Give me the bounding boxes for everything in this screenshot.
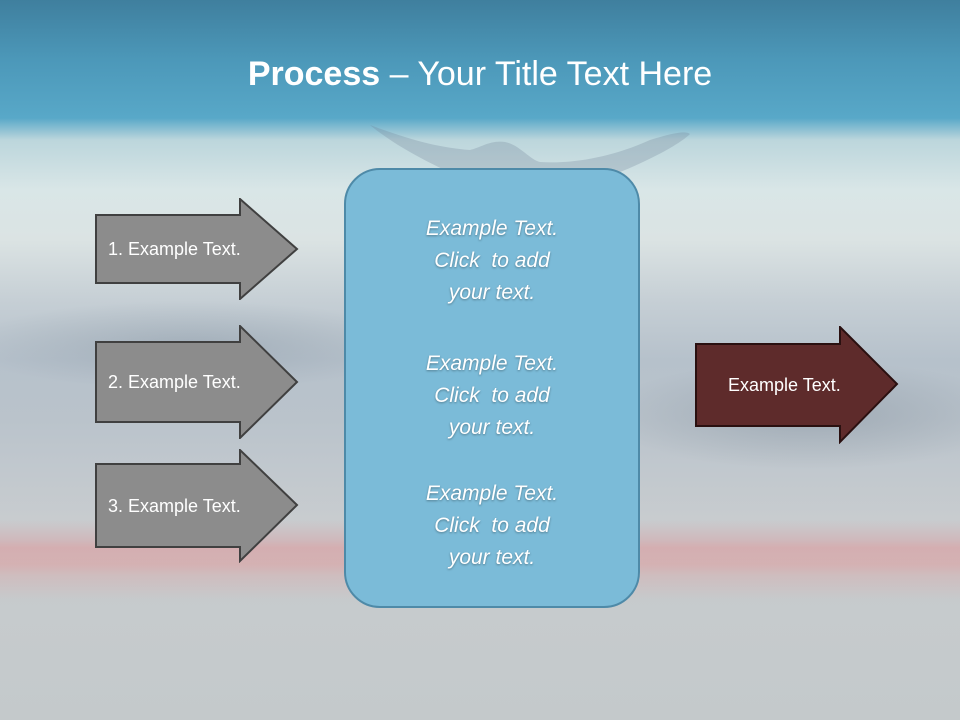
process-text-line: your text. xyxy=(448,546,536,569)
output-arrow[interactable]: Example Text. xyxy=(694,326,900,444)
process-text-line: Click to add xyxy=(434,514,550,537)
process-text-block-2[interactable]: Example Text. Click to add your text. xyxy=(344,348,640,444)
title-bold-part: Process xyxy=(247,55,381,93)
input-arrow-label: 3. Example Text. xyxy=(108,495,241,516)
process-text-block-1[interactable]: Example Text. Click to add your text. xyxy=(344,213,640,309)
input-arrow-label: 2. Example Text. xyxy=(108,371,241,392)
process-text-line: your text. xyxy=(448,416,536,439)
input-arrow-label: 1. Example Text. xyxy=(108,238,241,259)
arrow-shape xyxy=(95,449,299,563)
process-text-line: Click to add xyxy=(434,249,550,272)
arrow-shape xyxy=(95,325,299,439)
process-text-line: your text. xyxy=(448,281,536,304)
process-box[interactable] xyxy=(344,168,640,608)
process-text-line: Click to add xyxy=(434,384,550,407)
arrow-shape xyxy=(95,198,299,300)
title-rest-part: – Your Title Text Here xyxy=(380,55,713,93)
output-arrow-label: Example Text. xyxy=(728,374,841,395)
input-arrow-3[interactable]: 3. Example Text. xyxy=(94,449,300,563)
process-text-line: Example Text. xyxy=(425,217,559,240)
arrow-shape xyxy=(695,326,899,444)
process-text-line: Example Text. xyxy=(425,352,559,375)
input-arrow-1[interactable]: 1. Example Text. xyxy=(94,198,300,300)
process-text-block-3[interactable]: Example Text. Click to add your text. xyxy=(344,478,640,574)
process-text-line: Example Text. xyxy=(425,482,559,505)
input-arrow-2[interactable]: 2. Example Text. xyxy=(94,325,300,439)
slide-title[interactable]: Process – Your Title Text Here xyxy=(0,52,960,96)
